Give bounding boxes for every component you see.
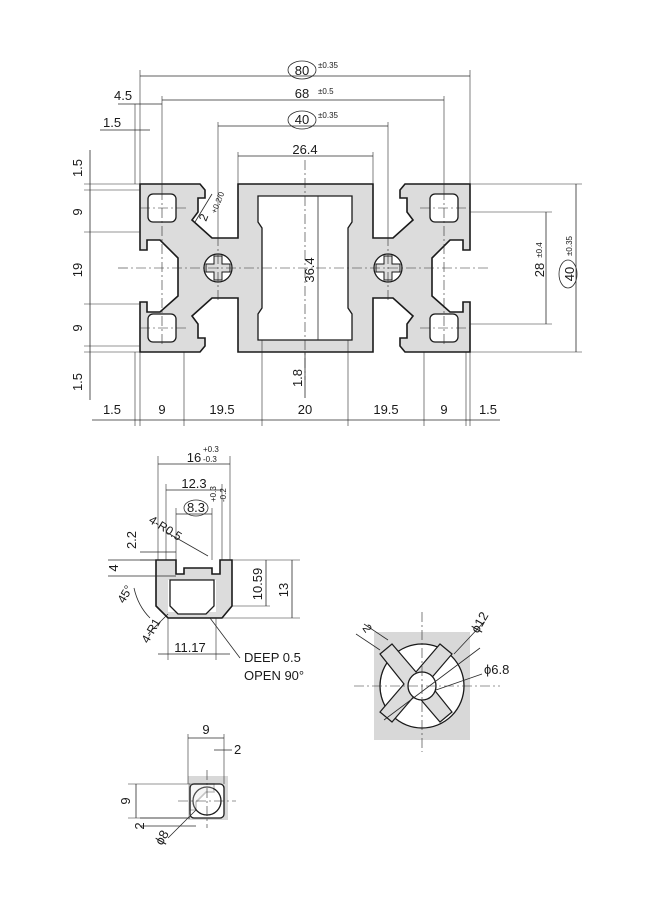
dim-left-slot-bottom: 9 [70, 324, 85, 331]
dim-bottom-3: 20 [298, 402, 312, 417]
slot-angle-45: 45° [114, 583, 135, 606]
slot-dim-8-3-tol-minus: -0.2 [219, 488, 228, 502]
slot-dim-13: 13 [276, 583, 291, 597]
slot-dim-2-2: 2.2 [124, 531, 139, 549]
dim-bottom-4: 19.5 [373, 402, 398, 417]
slot-dim-12-3: 12.3 [181, 476, 206, 491]
corner-dim-width: 9 [202, 722, 209, 737]
slot-note-open: OPEN 90° [244, 668, 304, 683]
dim-bottom-0: 1.5 [103, 402, 121, 417]
slot-dim-4: 4 [106, 564, 121, 571]
dim-inner-slot-span-tol: ±0.35 [318, 111, 339, 120]
dim-height-outer: 40 [562, 267, 577, 281]
slot-dim-11-17: 11.17 [174, 640, 206, 655]
corner-dim-dia: ϕ8 [152, 827, 172, 847]
core-dim-arm-width: 2 [360, 622, 375, 636]
slot-dim-8-3-tol-plus: +0.3 [209, 486, 218, 502]
dim-bottom-6: 1.5 [479, 402, 497, 417]
corner-dim-height: 9 [118, 797, 133, 804]
dim-overall-width-tol: ±0.35 [318, 61, 339, 70]
corner-dim-wall: 2 [132, 822, 147, 829]
dim-bottom-5: 9 [440, 402, 447, 417]
core-dim-inner-dia: ϕ6.8 [484, 662, 509, 677]
dim-wall-top-label: 1.5 [103, 115, 121, 130]
dim-inner-slot-span: 40 [295, 112, 309, 127]
dim-left-slot-top: 9 [70, 208, 85, 215]
dim-height-inner-tol: ±0.4 [535, 242, 544, 258]
dim-flange-offset: 4.5 [114, 88, 132, 103]
dim-overall-width: 80 [295, 63, 309, 78]
dim-outer-slot-span-tol: ±0.5 [318, 87, 334, 96]
core-dim-outer-dia: ϕ12 [468, 609, 492, 635]
dim-bottom-2: 19.5 [209, 402, 234, 417]
dim-cavity-height: 36.4 [302, 257, 317, 282]
dim-left-center-band: 19 [70, 263, 85, 277]
main-profile-view: 80 ±0.35 68 ±0.5 40 ±0.35 26.4 4.5 1.5 1… [70, 60, 582, 426]
slot-dim-16: 16 [187, 450, 201, 465]
dim-bottom-1: 9 [158, 402, 165, 417]
slot-dim-8-3: 8.3 [187, 500, 205, 515]
dim-slot-width-tol: +0.2/0 [210, 190, 227, 215]
slot-dim-10-59: 10.59 [250, 568, 265, 601]
slot-detail-view: 16 +0.3 -0.3 12.3 8.3 +0.3 -0.2 2.2 4-R0… [106, 445, 304, 683]
slot-note-deep: DEEP 0.5 [244, 650, 301, 665]
dim-center-opening: 26.4 [292, 142, 317, 157]
dim-left-wall-top: 1.5 [70, 159, 85, 177]
dim-height-outer-tol: ±0.35 [565, 235, 574, 256]
core-detail-view: 2 ϕ12 ϕ6.8 [354, 609, 509, 752]
slot-dim-16-tol-minus: -0.3 [203, 455, 217, 464]
dim-slot-width: 2 [196, 211, 212, 223]
dim-height-inner: 28 [532, 263, 547, 277]
dim-left-wall-bottom: 1.5 [70, 373, 85, 391]
corner-dim-gap: 2 [234, 742, 241, 757]
slot-dim-16-tol-plus: +0.3 [203, 445, 219, 454]
dim-outer-slot-span: 68 [295, 86, 309, 101]
corner-detail-view: 9 2 9 2 ϕ8 [118, 722, 241, 848]
dim-bottom-wall: 1.8 [290, 369, 305, 387]
